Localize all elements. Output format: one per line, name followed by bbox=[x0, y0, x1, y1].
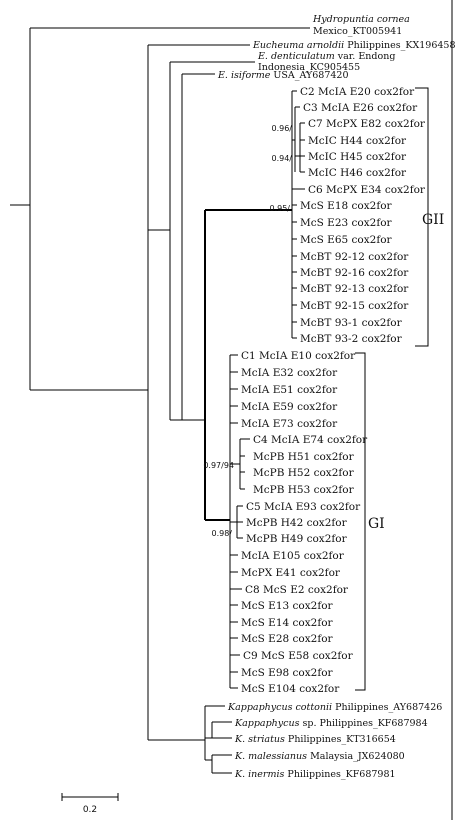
taxon-label: C6 McPX E34 cox2for bbox=[308, 184, 426, 196]
bracket-gII bbox=[415, 87, 429, 347]
taxon-label: C3 McIA E26 cox2for bbox=[303, 102, 418, 114]
label-k-sp: Kappaphycus sp. Philippines_KF687984 bbox=[234, 718, 428, 729]
group-label-gII: GII bbox=[422, 212, 444, 228]
taxon-label: McBT 93-1 cox2for bbox=[300, 317, 403, 329]
taxon-label: McIC H45 cox2for bbox=[308, 151, 407, 163]
label-e-isiforme: E. isiforme USA_AY687420 bbox=[217, 70, 349, 81]
label-k-striatus: K. striatus Philippines_KT316654 bbox=[234, 734, 396, 745]
taxon-label: McPX E41 cox2for bbox=[241, 567, 341, 579]
taxon-label: McPB H53 cox2for bbox=[253, 484, 355, 496]
taxon-label: McIA E73 cox2for bbox=[241, 418, 338, 430]
taxon-label: McS E14 cox2for bbox=[241, 617, 334, 629]
scale-bar-label: 0.2 bbox=[83, 805, 97, 815]
taxon-label: McPB H42 cox2for bbox=[246, 517, 348, 529]
taxon-label: McPB H52 cox2for bbox=[253, 467, 355, 479]
taxon-label: McBT 92-12 cox2for bbox=[300, 251, 409, 263]
taxon-label: McIA E105 cox2for bbox=[241, 550, 345, 562]
taxon-label: McS E13 cox2for bbox=[241, 600, 334, 612]
gII-labels: C2 McIA E20 cox2for C3 McIA E26 cox2for … bbox=[300, 86, 426, 345]
label-hydropuntia-locality: Mexico_KT005941 bbox=[313, 26, 402, 37]
taxon-label: C2 McIA E20 cox2for bbox=[300, 86, 415, 98]
bracket-gI bbox=[355, 352, 366, 691]
support-value: 0.98/ bbox=[211, 529, 232, 538]
taxon-label: C9 McS E58 cox2for bbox=[243, 650, 354, 662]
taxon-label: McBT 92-13 cox2for bbox=[300, 283, 409, 295]
taxon-label: McBT 93-2 cox2for bbox=[300, 333, 403, 345]
taxon-label: McS E104 cox2for bbox=[241, 683, 340, 695]
label-k-cottonii: Kappaphycus cottonii Philippines_AY68742… bbox=[227, 702, 442, 713]
taxon-label: McPB H49 cox2for bbox=[246, 533, 348, 545]
support-value: 0.96/ bbox=[271, 124, 292, 133]
taxon-label: McS E65 cox2for bbox=[300, 234, 393, 246]
support-value: 0.94/ bbox=[271, 154, 292, 163]
taxon-label: C5 McIA E93 cox2for bbox=[246, 501, 361, 513]
group-label-gI: GI bbox=[368, 516, 385, 532]
taxon-label: McIC H44 cox2for bbox=[308, 135, 407, 147]
label-e-denticulatum: E. denticulatum var. Endong bbox=[257, 51, 395, 62]
taxon-label: McBT 92-15 cox2for bbox=[300, 300, 409, 312]
taxon-label: C4 McIA E74 cox2for bbox=[253, 434, 368, 446]
label-k-malessianus: K. malessianus Malaysia_JX624080 bbox=[234, 751, 405, 762]
taxon-label: McS E28 cox2for bbox=[241, 633, 334, 645]
taxon-label: McBT 92-16 cox2for bbox=[300, 267, 409, 279]
taxon-label: McIA E32 cox2for bbox=[241, 367, 338, 379]
gI-labels: C1 McIA E10 cox2for McIA E32 cox2for McI… bbox=[241, 350, 368, 695]
taxon-label: C7 McPX E82 cox2for bbox=[308, 118, 426, 130]
taxon-label: McPB H51 cox2for bbox=[253, 451, 355, 463]
taxon-label: C8 McS E2 cox2for bbox=[245, 584, 349, 596]
label-k-inermis: K. inermis Philippines_KF687981 bbox=[234, 769, 396, 780]
taxon-label: McS E98 cox2for bbox=[241, 667, 334, 679]
taxon-label: McS E18 cox2for bbox=[300, 200, 393, 212]
taxon-label: McIC H46 cox2for bbox=[308, 167, 407, 179]
support-value: 0.95/ bbox=[269, 204, 290, 213]
taxon-label: C1 McIA E10 cox2for bbox=[241, 350, 356, 362]
label-hydropuntia: Hydropuntia cornea bbox=[312, 14, 410, 25]
taxon-label: McIA E51 cox2for bbox=[241, 384, 338, 396]
label-e-denticulatum-locality: Indonesia_KC905455 bbox=[258, 62, 360, 73]
label-e-arnoldii: Eucheuma arnoldii Philippines_KX196458 bbox=[252, 40, 456, 51]
taxon-label: McIA E59 cox2for bbox=[241, 401, 338, 413]
support-value: 0.97/94 bbox=[203, 461, 234, 470]
taxon-label: McS E23 cox2for bbox=[300, 217, 393, 229]
